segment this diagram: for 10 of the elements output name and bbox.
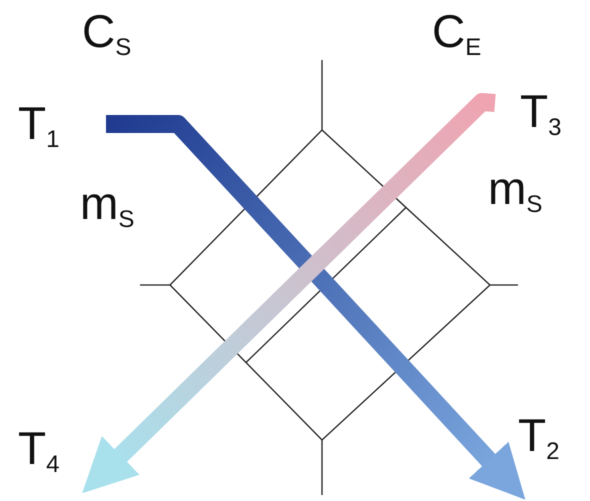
variable-label: m$_{S}$ <box>488 165 542 217</box>
variable-label: m$_{S}$ <box>80 180 134 232</box>
flow-arrow <box>106 115 526 500</box>
temperature-label: T$_{1}$ <box>18 100 60 152</box>
flow-arrow <box>82 93 496 494</box>
variable-label: C$_{S}$ <box>82 8 132 60</box>
variable-label: C$_{E}$ <box>432 8 482 60</box>
temperature-label: T$_{3}$ <box>520 88 562 140</box>
temperature-label: T$_{4}$ <box>18 425 60 477</box>
temperature-label: T$_{2}$ <box>518 412 560 464</box>
